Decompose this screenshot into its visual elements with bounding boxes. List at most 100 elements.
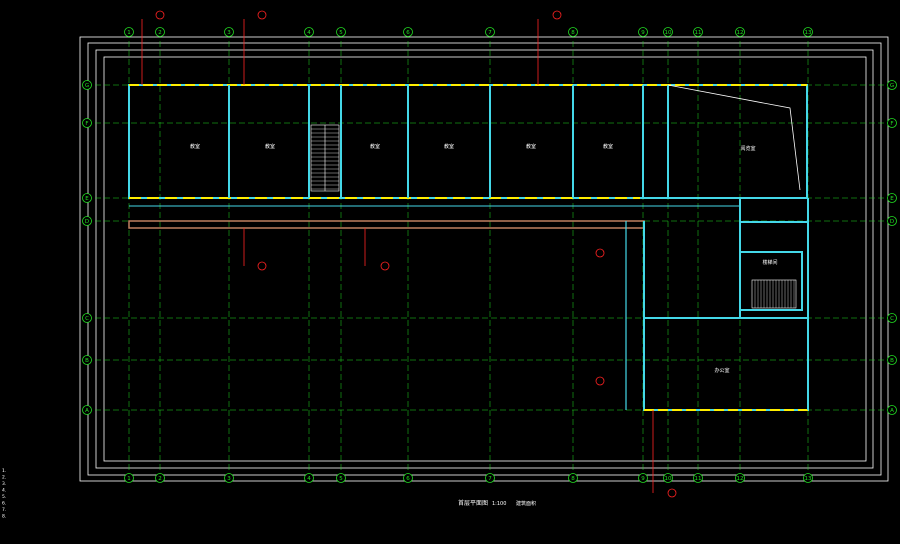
axis-bubble-top-4: 4	[304, 27, 314, 37]
axis-bubble-right-1: G	[887, 80, 897, 90]
axis-bubble-bottom-2: 2	[155, 473, 165, 483]
room-label-east-1: 阅览室	[740, 145, 755, 152]
corridor	[128, 205, 740, 229]
axis-bubble-bottom-10: 10	[663, 473, 673, 483]
svg-text:F: F	[85, 121, 88, 127]
axis-bubble-top-6: 6	[403, 27, 413, 37]
axis-bubble-top-12: 12	[735, 27, 745, 37]
central-stair	[310, 124, 340, 192]
axis-bubble-top-7: 7	[485, 27, 495, 37]
axis-bubble-right-6: B	[887, 355, 897, 365]
svg-text:D: D	[890, 219, 894, 225]
svg-text:1: 1	[127, 30, 131, 36]
axis-bubble-top-10: 10	[663, 27, 673, 37]
note-line-7: 7.	[2, 507, 6, 513]
svg-text:4: 4	[307, 30, 311, 36]
svg-text:2: 2	[158, 476, 162, 482]
svg-text:12: 12	[737, 30, 744, 36]
north-wing-walls	[128, 84, 808, 199]
title-block-extra: 建筑面积	[516, 500, 536, 507]
title-block-label: 首层平面图	[458, 499, 488, 507]
svg-text:D: D	[85, 219, 89, 225]
room-label-north-4: 教室	[444, 143, 454, 150]
axis-bubble-bottom-4: 4	[304, 473, 314, 483]
axis-bubble-left-7: A	[82, 405, 92, 415]
room-label-north-5: 教室	[526, 143, 536, 150]
axis-bubble-right-2: F	[887, 118, 897, 128]
axis-bubble-top-11: 11	[693, 27, 703, 37]
roof-outline	[667, 84, 801, 191]
stair-treads	[311, 128, 795, 308]
svg-text:B: B	[85, 358, 89, 364]
svg-text:5: 5	[339, 476, 343, 482]
axis-bubble-bottom-1: 1	[124, 473, 134, 483]
axis-bubble-bottom-8: 8	[568, 473, 578, 483]
axis-bubble-left-3: E	[82, 193, 92, 203]
room-label-north-6: 教室	[603, 143, 613, 150]
note-line-8: 8.	[2, 514, 6, 520]
east-stair	[751, 279, 797, 309]
svg-text:8: 8	[571, 30, 575, 36]
axis-bubble-left-2: F	[82, 118, 92, 128]
axis-bubble-left-6: B	[82, 355, 92, 365]
axis-bubble-bottom-7: 7	[485, 473, 495, 483]
note-line-1: 1.	[2, 468, 6, 474]
svg-text:E: E	[85, 196, 89, 202]
svg-text:B: B	[890, 358, 894, 364]
svg-text:7: 7	[488, 30, 492, 36]
svg-text:G: G	[890, 83, 894, 89]
axis-bubble-top-2: 2	[155, 27, 165, 37]
axis-bubble-top-9: 9	[638, 27, 648, 37]
notes-block: 1.2.3.4.5.6.7.8.	[2, 468, 6, 520]
axis-bubble-bottom-13: 13	[803, 473, 813, 483]
svg-text:E: E	[890, 196, 894, 202]
svg-text:11: 11	[695, 30, 702, 36]
svg-text:G: G	[85, 83, 89, 89]
svg-text:9: 9	[641, 30, 645, 36]
svg-text:7: 7	[488, 476, 492, 482]
note-line-2: 2.	[2, 475, 6, 481]
axis-grid	[86, 32, 890, 478]
note-line-6: 6.	[2, 501, 6, 507]
svg-text:8: 8	[571, 476, 575, 482]
axis-bubble-right-5: C	[887, 313, 897, 323]
axis-bubble-left-4: D	[82, 216, 92, 226]
svg-text:5: 5	[339, 30, 343, 36]
axis-bubble-right-3: E	[887, 193, 897, 203]
svg-text:3: 3	[227, 476, 231, 482]
axis-bubble-right-7: A	[887, 405, 897, 415]
axis-bubble-right-4: D	[887, 216, 897, 226]
svg-text:12: 12	[737, 476, 744, 482]
svg-text:2: 2	[158, 30, 162, 36]
axis-bubble-bottom-6: 6	[403, 473, 413, 483]
svg-text:6: 6	[406, 30, 410, 36]
svg-text:13: 13	[805, 30, 812, 36]
east-wing-walls	[625, 197, 809, 411]
axis-bubble-top-13: 13	[803, 27, 813, 37]
room-label-north-1: 教室	[190, 143, 200, 150]
axis-bubble-top-8: 8	[568, 27, 578, 37]
svg-text:A: A	[85, 408, 89, 414]
drawing-frame	[79, 36, 889, 482]
svg-text:10: 10	[665, 476, 672, 482]
note-line-3: 3.	[2, 481, 6, 487]
axis-bubble-left-1: G	[82, 80, 92, 90]
axis-bubble-bottom-9: 9	[638, 473, 648, 483]
svg-text:3: 3	[227, 30, 231, 36]
axis-bubble-left-5: C	[82, 313, 92, 323]
axis-bubble-top-1: 1	[124, 27, 134, 37]
room-label-north-2: 教室	[265, 143, 275, 150]
svg-text:1: 1	[127, 476, 131, 482]
svg-text:6: 6	[406, 476, 410, 482]
note-line-5: 5.	[2, 494, 6, 500]
axis-bubble-top-3: 3	[224, 27, 234, 37]
svg-text:F: F	[890, 121, 893, 127]
room-label-north-3: 教室	[370, 143, 380, 150]
axis-bubble-bottom-3: 3	[224, 473, 234, 483]
callout-markers	[141, 10, 677, 498]
svg-text:C: C	[890, 316, 894, 322]
axis-bubble-bottom-5: 5	[336, 473, 346, 483]
svg-text:10: 10	[665, 30, 672, 36]
svg-text:9: 9	[641, 476, 645, 482]
note-line-4: 4.	[2, 488, 6, 494]
